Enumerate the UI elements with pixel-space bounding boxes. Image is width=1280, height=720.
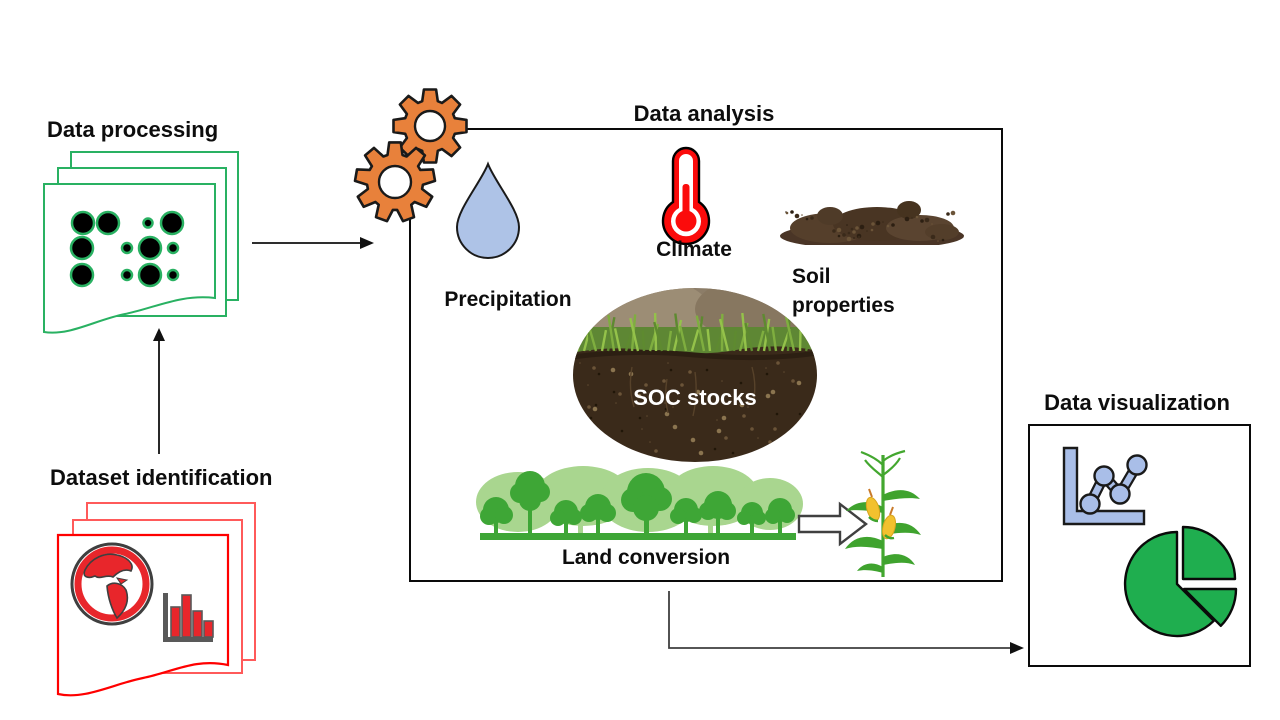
land-conversion-label: Land conversion bbox=[561, 546, 731, 569]
data-processing-documents-icon bbox=[43, 151, 239, 334]
forest-icon bbox=[476, 466, 803, 540]
climate-label: Climate bbox=[656, 238, 732, 261]
soil-pile-image bbox=[772, 201, 970, 254]
conversion-arrow-icon bbox=[797, 501, 868, 547]
globe-icon bbox=[70, 542, 154, 626]
dot-matrix-icon bbox=[69, 210, 185, 288]
data-processing-title: Data processing bbox=[47, 117, 219, 142]
data-visualization-title: Data visualization bbox=[1044, 390, 1230, 415]
data-analysis-title: Data analysis bbox=[633, 101, 775, 126]
precipitation-label: Precipitation bbox=[444, 288, 572, 311]
dataset-documents-icon bbox=[56, 502, 256, 697]
bar-chart-icon bbox=[163, 593, 214, 642]
dataset-identification-title: Dataset identification bbox=[50, 465, 273, 490]
data-visualization-box bbox=[1028, 424, 1251, 667]
soil-properties-label: Soil properties bbox=[792, 265, 895, 317]
thermometer-icon bbox=[661, 146, 711, 246]
soc-soil-profile-image bbox=[573, 288, 817, 462]
pie-chart-icon bbox=[1123, 525, 1238, 638]
data-analysis-box bbox=[409, 128, 1003, 582]
corn-plant-icon bbox=[845, 449, 921, 577]
arrow-analysis-to-visualization bbox=[668, 591, 1024, 654]
arrow-processing-to-analysis bbox=[252, 237, 374, 249]
water-drop-icon bbox=[455, 161, 521, 259]
line-chart-icon bbox=[1062, 446, 1148, 526]
gears-icon bbox=[353, 88, 468, 223]
arrow-identification-to-processing bbox=[153, 328, 165, 454]
soc-stocks-label: SOC stocks bbox=[633, 385, 757, 410]
